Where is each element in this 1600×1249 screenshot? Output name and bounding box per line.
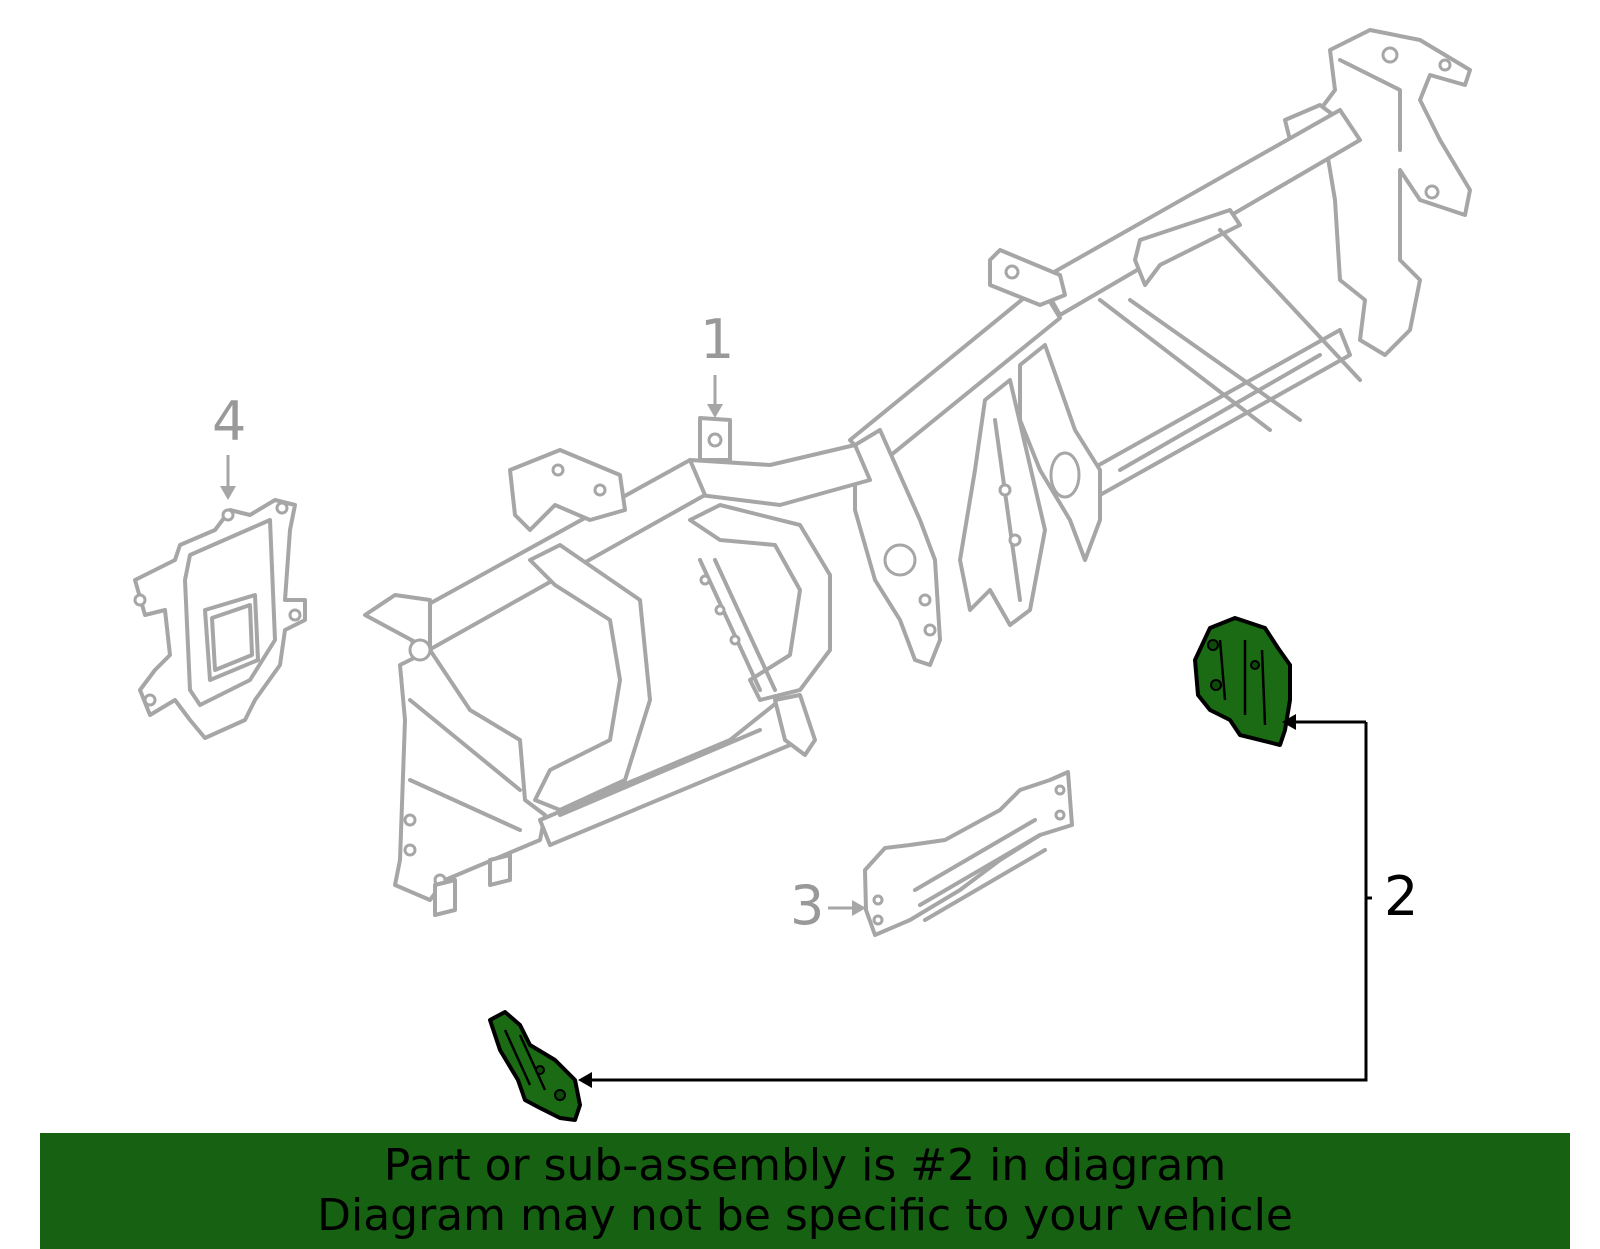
callout-3: 3 bbox=[790, 874, 824, 937]
cross-car-beam bbox=[363, 28, 1472, 917]
leader-part-1 bbox=[707, 375, 723, 418]
callout-2: 2 bbox=[1384, 865, 1418, 928]
leader-part-2 bbox=[578, 714, 1372, 1088]
callout-4: 4 bbox=[212, 390, 246, 453]
leader-part-4 bbox=[220, 455, 236, 500]
bracket-part-4 bbox=[133, 498, 307, 740]
plate-part-3 bbox=[863, 770, 1074, 937]
info-banner: Part or sub-assembly is #2 in diagram Di… bbox=[40, 1133, 1570, 1249]
banner-line-1: Part or sub-assembly is #2 in diagram bbox=[383, 1140, 1227, 1191]
leader-part-3 bbox=[828, 900, 866, 916]
callout-1: 1 bbox=[700, 308, 734, 371]
bracket-part-2-upper bbox=[1193, 616, 1292, 747]
banner-line-2: Diagram may not be specific to your vehi… bbox=[317, 1190, 1293, 1241]
bracket-part-2-lower bbox=[488, 1010, 582, 1122]
